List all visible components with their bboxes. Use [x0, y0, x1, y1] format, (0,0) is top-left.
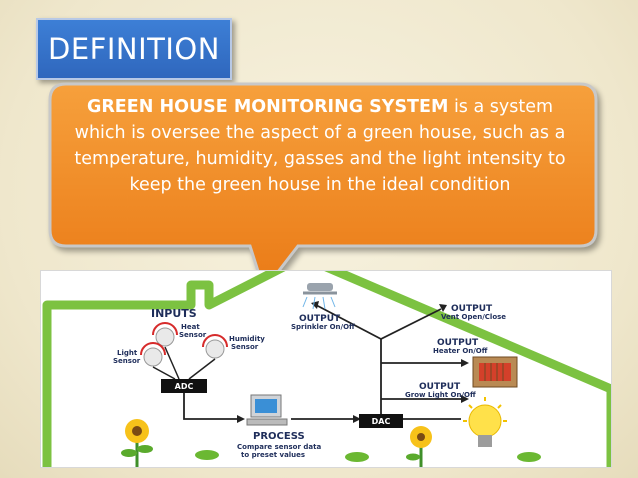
light-sensor-icon: [140, 342, 166, 367]
humidity-sensor-label-2: Sensor: [231, 343, 259, 351]
vent-output-desc: Vent Open/Close: [441, 313, 506, 321]
definition-text: GREEN HOUSE MONITORING SYSTEM is a syste…: [60, 94, 580, 242]
heat-sensor-label-2: Sensor: [179, 331, 207, 339]
heater-output-desc: Heater On/Off: [433, 347, 488, 355]
greenhouse-diagram: INPUTS Heat Sensor Humidity Sensor Light…: [40, 270, 612, 468]
humidity-sensor-icon: [202, 334, 228, 359]
humidity-sensor-label: Humidity: [229, 335, 265, 343]
plant-icon: [195, 450, 541, 462]
adc-label: ADC: [175, 382, 194, 391]
process-title: PROCESS: [253, 431, 305, 442]
sprinkler-output-desc: Sprinkler On/Off: [291, 323, 355, 331]
heat-sensor-label: Heat: [181, 323, 200, 331]
vent-output-title: OUTPUT: [451, 304, 493, 314]
sunflower-icon: [121, 419, 153, 467]
heater-icon: [472, 356, 518, 388]
inputs-title: INPUTS: [151, 307, 197, 320]
grow-light-output-title: OUTPUT: [419, 382, 461, 392]
sprinkler-output-title: OUTPUT: [299, 314, 341, 324]
dac-box: [359, 414, 403, 428]
light-sensor-label-2: Sensor: [113, 357, 141, 365]
sprinkler-icon: [302, 283, 337, 310]
sensor-connectors: [152, 346, 216, 380]
dac-label: DAC: [372, 417, 391, 426]
process-desc-1: Compare sensor data: [237, 443, 321, 451]
heat-sensor-icon: [152, 322, 178, 347]
process-desc-2: to preset values: [241, 451, 305, 459]
definition-body: is a system which is oversee the aspect …: [74, 97, 566, 195]
flow-lines: [183, 304, 461, 420]
adc-box: [161, 379, 207, 393]
grow-light-output-desc: Grow Light On/Off: [405, 391, 476, 399]
heater-output-title: OUTPUT: [437, 338, 479, 348]
computer-icon: [246, 394, 288, 426]
definition-term: GREEN HOUSE MONITORING SYSTEM: [86, 97, 449, 117]
house-outline: [42, 271, 611, 467]
light-bulb-icon: [463, 397, 507, 447]
flow-arrowheads: [237, 301, 469, 423]
slide-title: DEFINITION: [36, 18, 232, 80]
light-sensor-label: Light: [117, 349, 138, 357]
sunflower-icon: [406, 426, 432, 467]
